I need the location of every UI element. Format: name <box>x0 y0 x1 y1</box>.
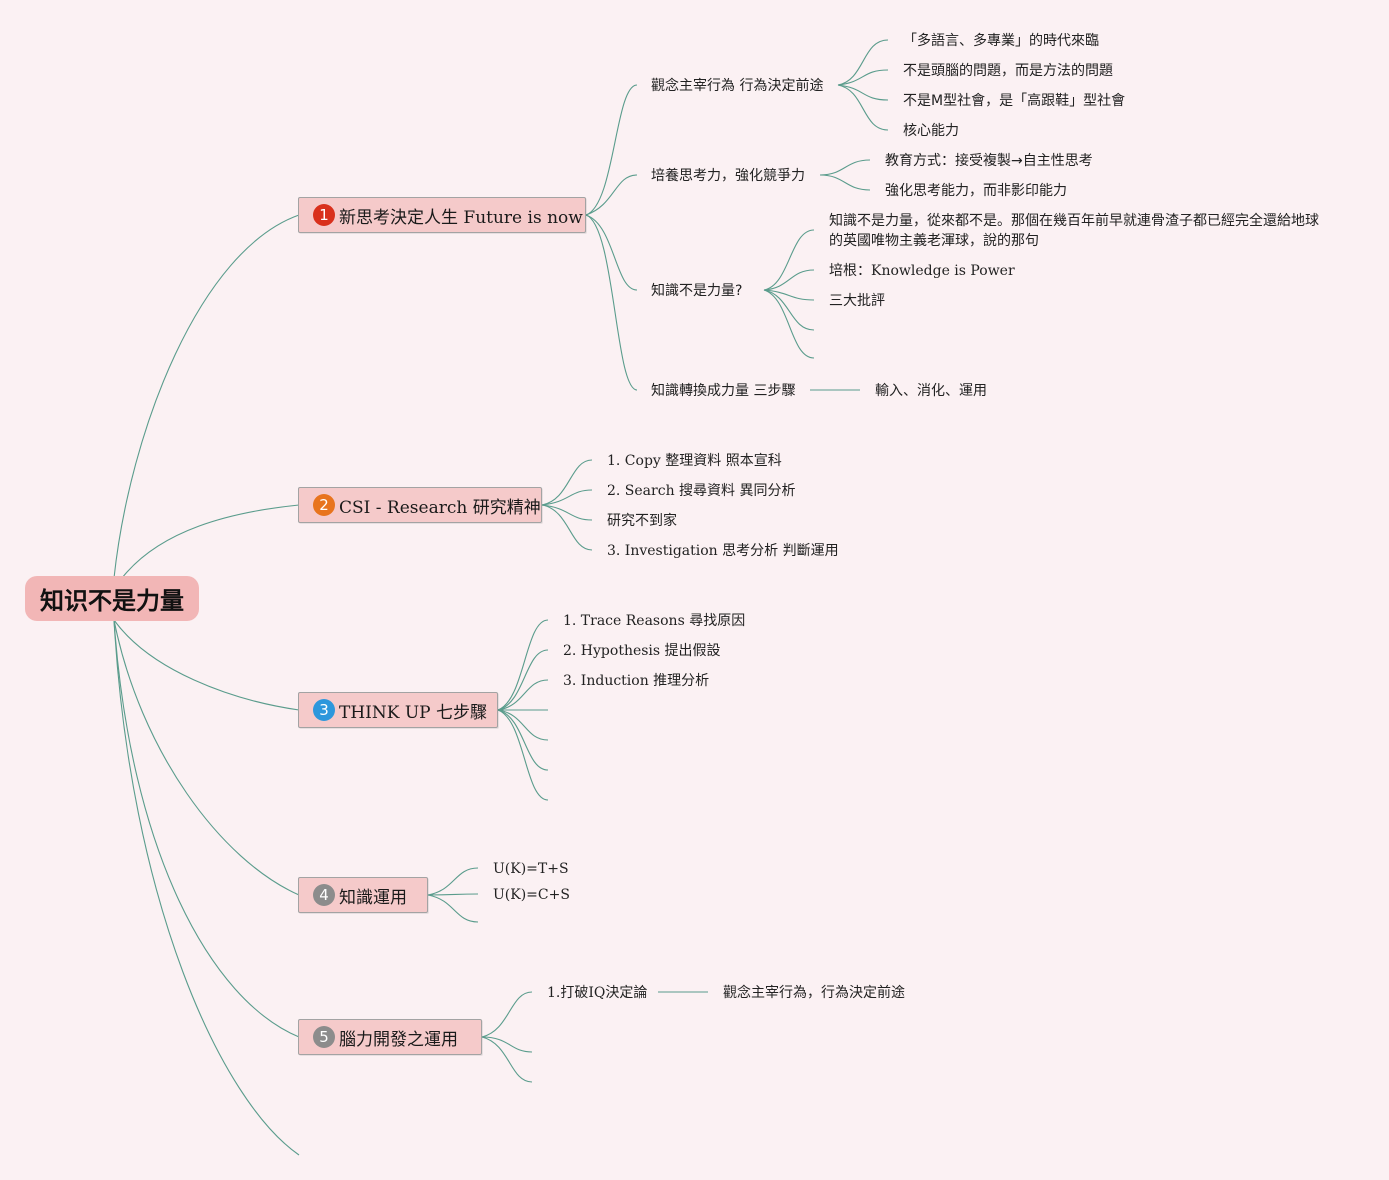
connector <box>763 289 815 301</box>
main-topic-5[interactable]: 5 腦力開發之運用 <box>298 1019 482 1055</box>
priority-3-icon: 3 <box>313 699 335 721</box>
connector <box>113 619 300 1038</box>
subtopic[interactable]: 2. Hypothesis 提出假設 <box>563 643 721 659</box>
main-topic-3[interactable]: 3 THINK UP 七步驟 <box>298 692 498 728</box>
connector <box>497 649 549 711</box>
main-topic-4[interactable]: 4 知識運用 <box>298 877 428 913</box>
connector <box>763 269 815 291</box>
subtopic[interactable]: 3. Induction 推理分析 <box>563 673 710 689</box>
connector <box>497 619 549 711</box>
connector <box>121 504 300 579</box>
connector <box>497 709 549 801</box>
subtopic[interactable]: 2. Search 搜尋資料 異同分析 <box>607 483 796 499</box>
connector <box>481 1036 533 1053</box>
connector <box>481 991 533 1038</box>
subtopic[interactable]: U(K)=C+S <box>493 887 570 903</box>
priority-5-icon: 5 <box>313 1026 335 1048</box>
connector <box>497 679 549 711</box>
connector <box>113 619 300 1156</box>
subtopic[interactable]: 1.打破IQ決定論 <box>547 985 648 1001</box>
subtopic[interactable]: 知識不是力量? <box>651 283 743 299</box>
subtopic[interactable]: 不是M型社會，是「高跟鞋」型社會 <box>903 93 1126 109</box>
subtopic[interactable]: 觀念主宰行為，行為決定前途 <box>723 985 905 1001</box>
subtopic[interactable]: U(K)=T+S <box>493 861 569 877</box>
connector <box>427 894 479 923</box>
subtopic[interactable]: 培養思考力，強化競爭力 <box>651 168 805 184</box>
subtopic[interactable]: 核心能力 <box>903 123 959 139</box>
connector <box>113 619 300 711</box>
connector <box>541 504 593 521</box>
connector <box>541 504 593 551</box>
connector <box>585 214 638 391</box>
subtopic[interactable]: 研究不到家 <box>607 513 677 529</box>
subtopic[interactable]: 「多語言、多專業」的時代來臨 <box>903 33 1099 49</box>
subtopic[interactable]: 培根：Knowledge is Power <box>829 263 1015 279</box>
connector <box>837 84 889 131</box>
connector <box>837 39 889 86</box>
main-topic-label: CSI - Research 研究精神 <box>339 497 541 518</box>
connector <box>763 289 815 331</box>
subtopic[interactable]: 教育方式：接受複製→自主性思考 <box>885 153 1093 169</box>
subtopic[interactable]: 1. Copy 整理資料 照本宣科 <box>607 453 782 469</box>
subtopic[interactable]: 1. Trace Reasons 尋找原因 <box>563 613 746 629</box>
connector <box>819 159 871 176</box>
connector <box>113 214 300 579</box>
subtopic[interactable]: 觀念主宰行為 行為決定前途 <box>651 78 824 94</box>
subtopic[interactable]: 知識轉換成力量 三步驟 <box>651 383 796 399</box>
subtopic[interactable]: 輸入、消化、運用 <box>875 383 987 399</box>
subtopic[interactable]: 不是頭腦的問題，而是方法的問題 <box>903 63 1113 79</box>
subtopic[interactable]: 3. Investigation 思考分析 判斷運用 <box>607 543 839 559</box>
main-topic-1[interactable]: 1 新思考決定人生 Future is now <box>298 197 586 233</box>
connector <box>541 459 593 506</box>
connector <box>113 619 300 896</box>
central-topic[interactable]: 知识不是力量 <box>25 576 199 621</box>
connector <box>427 867 479 896</box>
connector <box>541 489 593 506</box>
connector <box>819 174 871 191</box>
connector <box>497 709 549 741</box>
connector <box>427 893 479 896</box>
connector <box>481 1036 533 1083</box>
subtopic[interactable]: 三大批評 <box>829 293 885 309</box>
connector <box>585 214 638 291</box>
connector <box>763 229 815 291</box>
main-topic-label: THINK UP 七步驟 <box>339 702 488 723</box>
main-topic-2[interactable]: 2 CSI - Research 研究精神 <box>298 487 542 523</box>
connector <box>585 174 638 216</box>
subtopic[interactable]: 知識不是力量，從來都不是。那個在幾百年前早就連骨渣子都已經完全還給地球的英國唯物… <box>829 213 1319 249</box>
priority-1-icon: 1 <box>313 204 335 226</box>
main-topic-label: 新思考決定人生 Future is now <box>339 207 583 228</box>
main-topic-label: 知識運用 <box>339 887 407 908</box>
subtopic[interactable]: 強化思考能力，而非影印能力 <box>885 183 1067 199</box>
connector <box>497 709 549 771</box>
main-topic-label: 腦力開發之運用 <box>339 1029 458 1050</box>
connector <box>763 289 815 359</box>
connector <box>837 69 889 86</box>
connector <box>837 84 889 101</box>
priority-2-icon: 2 <box>313 494 335 516</box>
priority-4-icon: 4 <box>313 884 335 906</box>
connector <box>585 84 638 216</box>
